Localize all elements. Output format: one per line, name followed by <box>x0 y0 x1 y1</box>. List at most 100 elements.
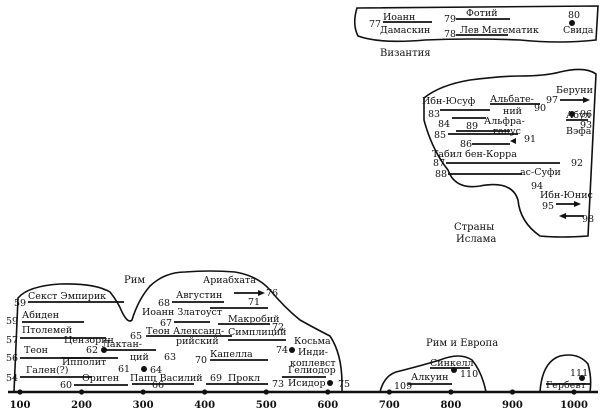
entry-ioann-zlatoust: Иоанн Златоуст <box>142 307 222 318</box>
entry-num-84: 84 <box>438 119 450 130</box>
entry-ippolit: Ипполит <box>62 357 106 368</box>
rome-label: Рим <box>124 275 145 286</box>
entry-num-88: 88 <box>435 169 447 180</box>
entry-num-74: 74 <box>276 345 288 356</box>
entry-gerbevt: Гербевт <box>546 380 586 391</box>
entry-num-69: 69 <box>210 373 222 384</box>
arrow-97 <box>583 97 590 103</box>
entry-num-80: 80 <box>568 10 580 21</box>
entry-num-65: 65 <box>130 331 142 342</box>
entry-num-54: 54 <box>6 373 18 384</box>
entry-num-78: 78 <box>444 29 456 40</box>
islam-label-2: Ислама <box>456 234 496 245</box>
axis-tick-label-1000: 1000 <box>560 400 588 411</box>
entry-num-87: 87 <box>433 158 445 169</box>
entry-num-60: 60 <box>60 380 72 391</box>
axis-tick-label-200: 200 <box>71 400 92 411</box>
entry-num-77: 77 <box>369 19 381 30</box>
entry-num-75: 75 <box>338 379 350 390</box>
entry-alfraganus: Альфра- <box>484 116 525 127</box>
entry-damaskin: Дамаскин <box>380 25 430 36</box>
axis-tick-200 <box>78 389 85 395</box>
entry-beruni: Беруни <box>556 85 593 96</box>
entry-sinkell: Синкелл <box>430 358 474 369</box>
axis-tick-700 <box>386 389 392 395</box>
rome-europe-label: Рим и Европа <box>426 338 498 349</box>
entry-kosma: Косьма <box>294 336 331 347</box>
entry-avgustin: Августин <box>176 290 222 301</box>
entry-fotiy: Фотий <box>466 8 498 19</box>
rome-outline <box>13 270 343 393</box>
entry-albateniy: Альбате- <box>490 94 534 105</box>
entry-num-59a: 59 <box>14 298 26 309</box>
entry-abul: Абул <box>566 110 591 121</box>
axis-tick-100 <box>17 389 23 395</box>
entry-num-66: 66 <box>152 380 164 391</box>
axis-tick-300 <box>140 389 146 395</box>
entry-lev: Лев Математик <box>460 25 539 36</box>
entry-origen: Ориген <box>82 373 119 384</box>
entry-vefa: Вэфа <box>566 126 592 137</box>
entry-geliodor: Гелиодор <box>288 365 336 376</box>
entry-tsenzorin: Цензорин <box>64 335 114 346</box>
entry-ibn-yunis: Ибн-Юнис <box>540 190 593 201</box>
axis-tick-400 <box>202 389 208 395</box>
entry-num-61: 61 <box>118 364 130 375</box>
entry-num-76: 76 <box>266 288 278 299</box>
axis-tick-800 <box>448 389 454 395</box>
entry-dot-111 <box>579 375 585 381</box>
entry-num-62: 62 <box>86 345 98 356</box>
entry-makrobiy: Макробий <box>228 314 280 325</box>
axis-tick-600 <box>325 389 331 395</box>
entry-isidor: Исидор <box>288 378 326 389</box>
entry-num-64: 64 <box>150 365 162 376</box>
entry-albateniy-2: ний <box>503 106 522 117</box>
islam-label-1: Страны <box>454 222 494 233</box>
entry-svida: Свида <box>563 25 594 36</box>
entry-num-67: 67 <box>160 318 172 329</box>
entry-dot-64 <box>141 366 147 372</box>
axis-tick-label-700: 700 <box>379 400 400 411</box>
entry-num-94: 94 <box>531 181 543 192</box>
axis-tick-label-600: 600 <box>317 400 338 411</box>
entry-num-72: 72 <box>272 322 284 333</box>
byzantium-outline <box>353 5 599 43</box>
entry-num-59b: 59 <box>6 316 18 327</box>
entry-num-95: 95 <box>542 201 554 212</box>
entry-abiden: Абиден <box>22 310 59 321</box>
entry-tabil: Табил бен-Корра <box>432 149 517 160</box>
entry-papp: Папп Василий <box>130 373 203 384</box>
entry-ibn-yusuf: Ибн-Юсуф <box>422 96 476 107</box>
axis-tick-label-400: 400 <box>194 400 215 411</box>
entry-num-68: 68 <box>158 298 170 309</box>
arrow-91 <box>510 138 516 144</box>
entry-num-109: 109 <box>394 381 412 392</box>
arrow-76 <box>258 290 265 296</box>
axis-tick-900 <box>509 389 516 395</box>
entry-num-83: 83 <box>428 109 440 120</box>
entry-laktantsiy-2: ций <box>130 352 149 363</box>
entry-dot-80 <box>569 20 575 26</box>
entry-simplitsiy: Симплиций <box>228 327 286 338</box>
entry-num-91: 91 <box>524 134 536 145</box>
entry-ioann: Иоанн <box>383 12 415 23</box>
entry-kapella: Капелла <box>210 349 253 360</box>
entry-teon-aleks: Теон Александ- <box>146 326 224 337</box>
entry-num-92: 92 <box>571 158 583 169</box>
entry-ariabkhata: Ариабхата <box>203 275 256 286</box>
entry-num-98: 98 <box>582 214 594 225</box>
axis-tick-label-300: 300 <box>133 400 154 411</box>
entry-sekst: Секст Эмпирик <box>28 291 106 302</box>
entry-num-56: 56 <box>6 353 18 364</box>
entry-dot-74 <box>289 347 295 353</box>
entry-alkuin: Алкуин <box>411 372 448 383</box>
axis-tick-500 <box>263 389 269 395</box>
entry-num-110: 110 <box>460 369 478 380</box>
arrow-98 <box>559 213 566 219</box>
entry-kosma-3: коплевст <box>290 358 336 369</box>
entry-num-93: 93 <box>580 120 592 131</box>
entry-num-63: 63 <box>164 352 176 363</box>
entry-galen: Гален(?) <box>26 365 68 376</box>
